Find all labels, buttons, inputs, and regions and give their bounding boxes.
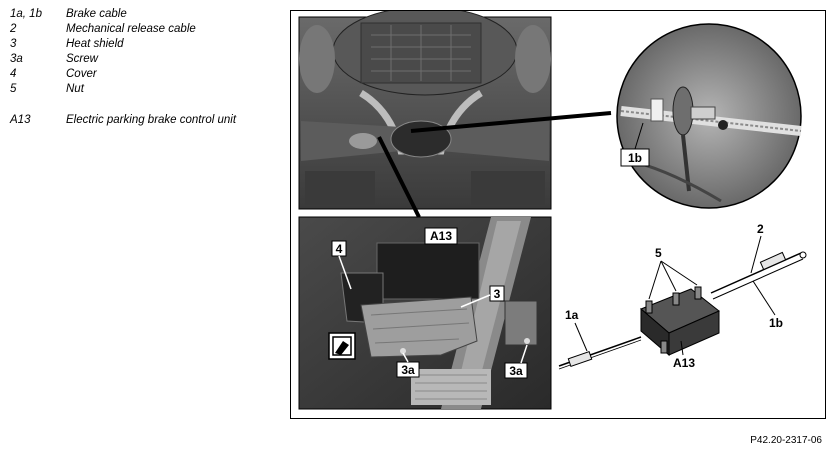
- callout-3a-right: 3a: [509, 364, 523, 378]
- legend-value: Cover: [66, 68, 97, 80]
- figure-id: P42.20-2317-06: [750, 435, 822, 446]
- legend-key: A13: [10, 114, 31, 126]
- callout-1b-detail: 1b: [628, 151, 642, 165]
- callout-a13-lower: A13: [430, 229, 452, 243]
- callout-5: 5: [655, 246, 662, 260]
- legend-key: 4: [10, 68, 17, 80]
- legend-value: Screw: [66, 53, 98, 65]
- legend-key: 2: [10, 23, 17, 35]
- legend-value: Mechanical release cable: [66, 23, 196, 35]
- legend-key: 3a: [10, 53, 23, 65]
- callout-1b-diagram: 1b: [769, 316, 783, 330]
- figure-drawing: 1b A13 4 3 3a 3a: [298, 6, 807, 410]
- figure-frame: 1b A13 4 3 3a 3a: [290, 6, 826, 419]
- control-unit-photo: A13 4 3 3a 3a: [298, 216, 552, 410]
- schematic-drawing: 2 5 1a 1b A13: [558, 222, 807, 370]
- callout-3a-left: 3a: [401, 363, 415, 377]
- legend-value: Heat shield: [66, 38, 124, 50]
- legend-value: Electric parking brake control unit: [66, 114, 237, 126]
- legend-value: Brake cable: [66, 8, 127, 20]
- callout-1a: 1a: [565, 308, 579, 322]
- legend-key: 5: [10, 83, 17, 95]
- legend-key: 3: [10, 38, 17, 50]
- cable-detail-circle: 1b: [616, 23, 802, 209]
- callout-2: 2: [757, 222, 764, 236]
- legend-key: 1a, 1b: [10, 8, 42, 20]
- callout-a13-diagram: A13: [673, 356, 695, 370]
- leader-line: [410, 111, 612, 133]
- legend-value: Nut: [66, 83, 84, 95]
- callout-3: 3: [494, 287, 501, 301]
- callout-4: 4: [336, 242, 343, 256]
- leader-line: [377, 136, 421, 218]
- underbody-photo: [298, 6, 552, 210]
- tool-icon: [328, 332, 356, 360]
